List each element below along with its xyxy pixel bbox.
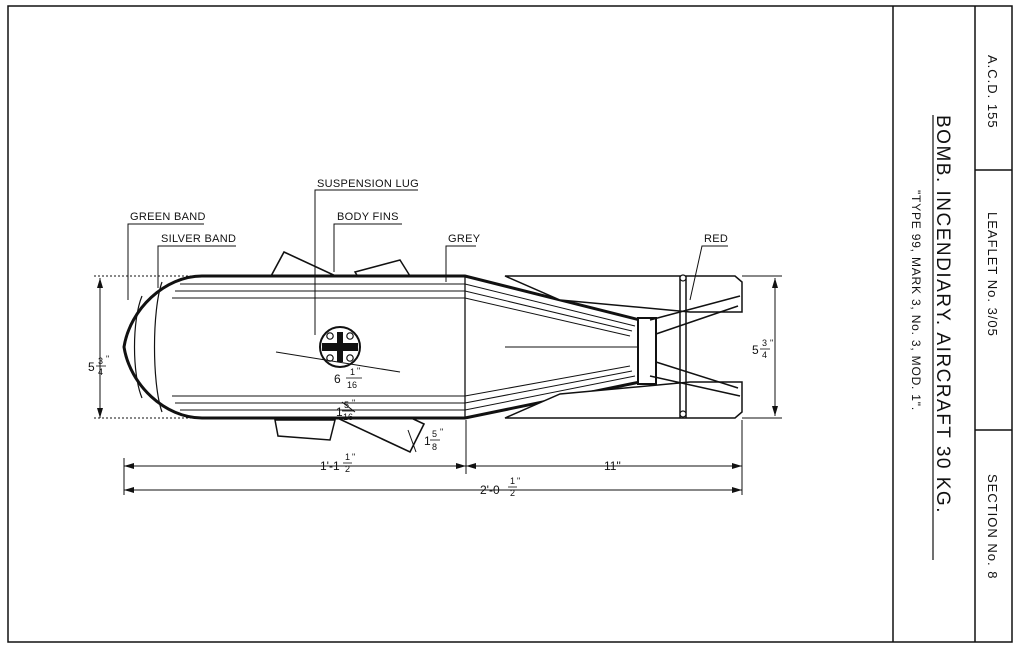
svg-text:": " [352, 398, 355, 408]
svg-text:3: 3 [762, 338, 767, 348]
suspension-lug-stem [337, 332, 343, 362]
strut-pin-bottom [679, 410, 687, 418]
dim-body-length: 1'-1 1 2 " [320, 452, 355, 474]
drawing-subtitle: "TYPE 99, MARK 3, No. 3, MOD. 1". [909, 190, 923, 411]
svg-text:4: 4 [762, 350, 767, 360]
svg-text:1'-1: 1'-1 [320, 459, 340, 473]
strut-pin-top [679, 274, 687, 282]
leaflet-number: LEAFLET No. 3/05 [985, 212, 1000, 337]
svg-text:2: 2 [345, 464, 350, 474]
svg-text:": " [770, 338, 773, 348]
svg-text:1: 1 [345, 452, 350, 462]
tail-fin-lower [504, 381, 743, 419]
svg-text:8: 8 [432, 442, 437, 452]
svg-text:5: 5 [344, 400, 349, 410]
svg-text:1: 1 [510, 476, 515, 486]
svg-text:1: 1 [350, 367, 355, 377]
section-number: SECTION No. 8 [985, 474, 1000, 579]
svg-text:": " [440, 427, 443, 437]
svg-text:2: 2 [510, 488, 515, 498]
label-suspension-lug: SUSPENSION LUG [317, 178, 419, 190]
svg-text:2'-0: 2'-0 [480, 483, 500, 497]
svg-text:16: 16 [343, 412, 353, 422]
svg-text:": " [357, 366, 360, 376]
sheet-border [7, 5, 1013, 643]
label-grey: GREY [448, 233, 481, 245]
svg-text:": " [352, 452, 355, 462]
label-red: RED [704, 233, 728, 245]
title-block [892, 6, 1012, 642]
svg-text:": " [106, 354, 109, 364]
tail-fin-upper [504, 275, 743, 313]
tail-hub [637, 317, 657, 385]
svg-text:": " [517, 476, 520, 486]
acd-number: A.C.D. 155 [985, 55, 1000, 129]
callout-leaders [127, 189, 728, 335]
svg-text:16: 16 [347, 380, 357, 390]
dim-tail-span: 5 3 4 " [752, 338, 773, 360]
svg-text:5: 5 [752, 343, 759, 357]
dim-fin-width: 1 5 16 " [336, 398, 355, 422]
lower-fin-rear [274, 419, 336, 441]
dim-lug-distance: 6 1 16 " [334, 366, 362, 390]
drawing-title: BOMB. INCENDIARY. AIRCRAFT 30 KG. [932, 115, 953, 514]
label-body-fins: BODY FINS [337, 211, 399, 223]
svg-text:1: 1 [336, 405, 343, 419]
dim-body-diameter: 5 3 4 " [88, 354, 109, 377]
label-green-band: GREEN BAND [130, 211, 206, 223]
bomb-body [122, 274, 642, 420]
dim-overall-length: 2'-0 1 2 " [480, 476, 520, 498]
suspension-lug-bolts [326, 332, 354, 362]
svg-text:4: 4 [98, 367, 103, 377]
bomb-drawing [122, 250, 743, 454]
dim-fin-depth: 1 5 8 " [424, 427, 443, 452]
svg-text:6: 6 [334, 372, 341, 386]
green-band-line [133, 295, 143, 399]
dim-tail-length: 11" [604, 459, 621, 473]
svg-text:3: 3 [98, 356, 103, 366]
dimension-lines [94, 275, 782, 495]
label-silver-band: SILVER BAND [161, 233, 236, 245]
svg-text:1: 1 [424, 434, 431, 448]
dimension-arrowheads [97, 278, 778, 493]
svg-text:5: 5 [432, 429, 437, 439]
silver-band-line [153, 281, 163, 413]
svg-text:5: 5 [88, 360, 95, 374]
tail-struts [649, 276, 741, 418]
